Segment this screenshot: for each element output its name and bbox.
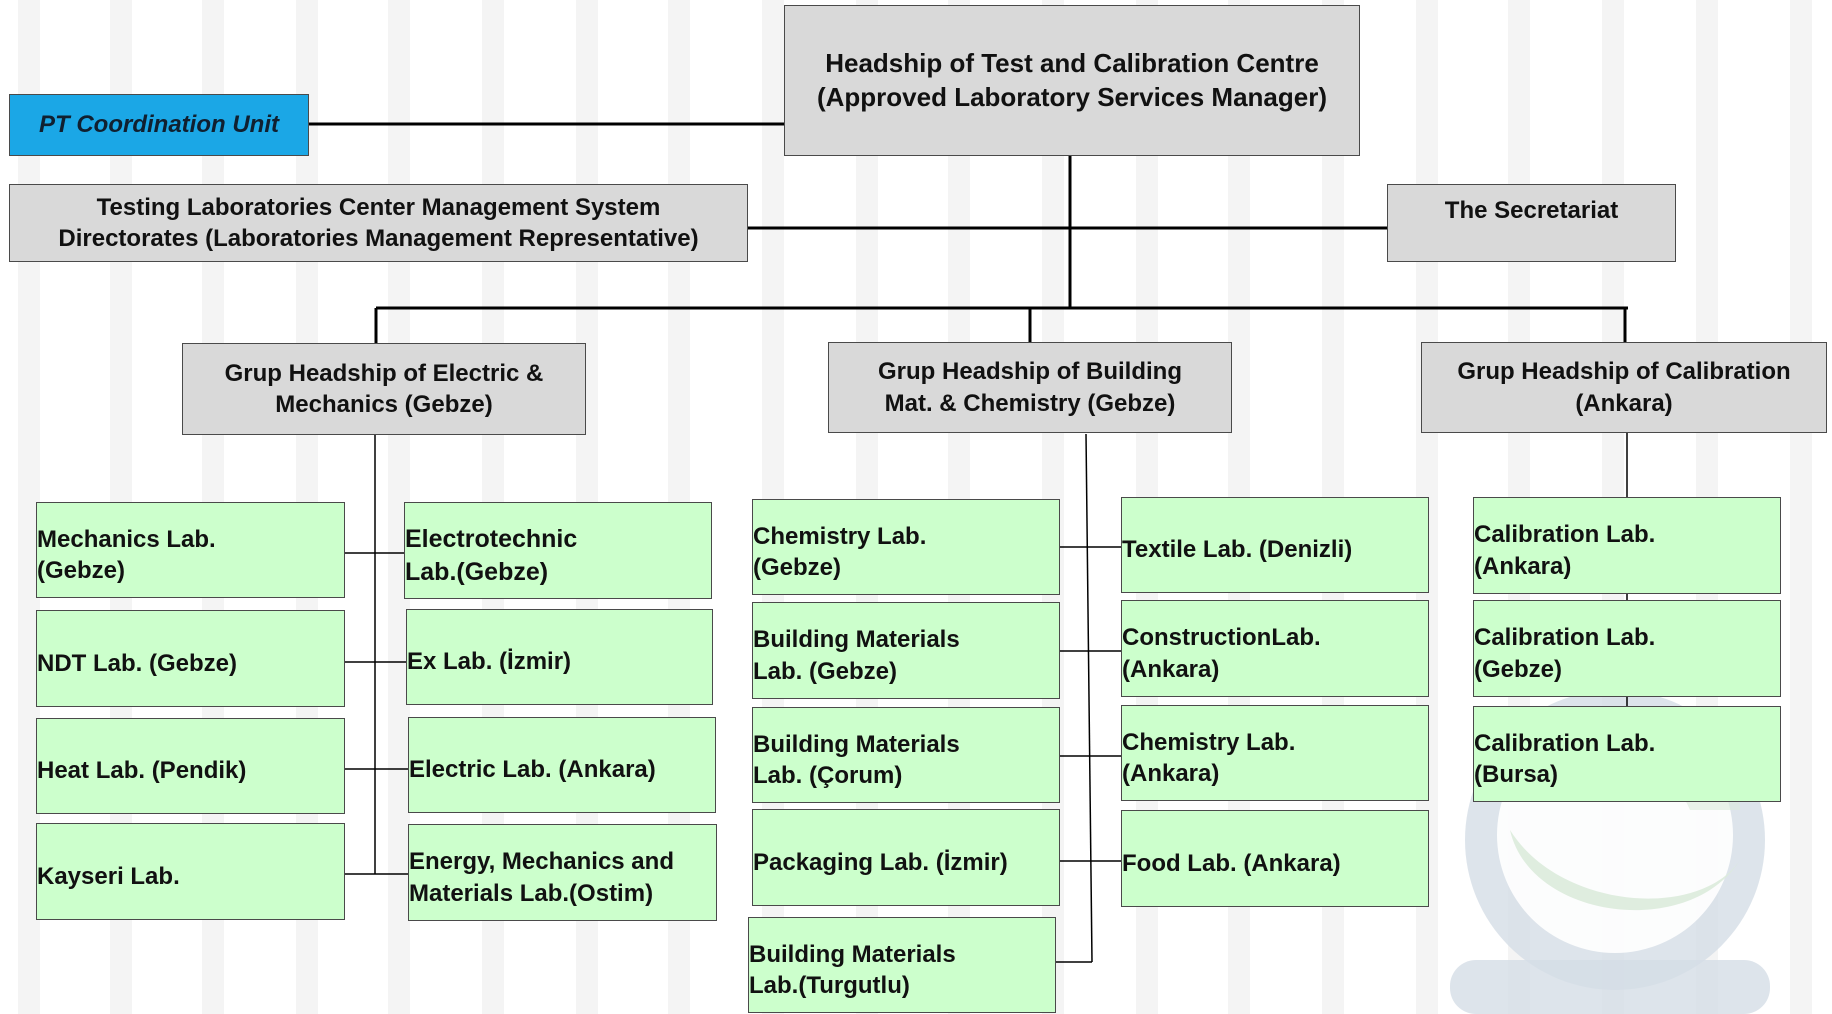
lab-line1: Packaging Lab. (İzmir)	[753, 848, 1008, 876]
lab-line1: Chemistry Lab.	[753, 522, 927, 550]
lab-calibration-bursa: Calibration Lab. (Bursa)	[1473, 706, 1781, 802]
group-building-box: Grup Headship of Building Mat. & Chemist…	[828, 342, 1232, 433]
lab-line1: ConstructionLab.	[1122, 624, 1321, 652]
management-line2: Directorates (Laboratories Management Re…	[58, 225, 699, 252]
lab-heat-pendik: Heat Lab. (Pendik)	[36, 718, 345, 814]
lab-electric-ankara: Electric Lab. (Ankara)	[408, 717, 716, 813]
group-calibration-line2: (Ankara)	[1575, 389, 1673, 417]
lab-calibration-gebze: Calibration Lab. (Gebze)	[1473, 600, 1781, 697]
lab-line2: Lab. (Gebze)	[753, 657, 898, 685]
lab-electrotechnic-gebze: Electrotechnic Lab.(Gebze)	[404, 502, 712, 599]
lab-energy-mechanics-ostim: Energy, Mechanics and Materials Lab.(Ost…	[408, 824, 717, 921]
lab-ex-izmir: Ex Lab. (İzmir)	[406, 609, 713, 705]
lab-calibration-ankara: Calibration Lab. (Ankara)	[1473, 497, 1781, 594]
lab-building-materials-turgutlu: Building Materials Lab.(Turgutlu)	[748, 917, 1056, 1013]
pt-coordination-unit-box: PT Coordination Unit	[9, 94, 309, 156]
lab-chemistry-gebze: Chemistry Lab. (Gebze)	[752, 499, 1060, 595]
lab-line1: Heat Lab. (Pendik)	[37, 757, 247, 785]
lab-line1: Electrotechnic	[405, 525, 578, 553]
lab-line1: Building Materials	[749, 940, 956, 968]
lab-line2: Lab.(Turgutlu)	[749, 972, 910, 999]
lab-line1: Food Lab. (Ankara)	[1122, 849, 1341, 877]
lab-kayseri: Kayseri Lab.	[36, 823, 345, 920]
group-calibration-box: Grup Headship of Calibration (Ankara)	[1421, 342, 1827, 433]
lab-ndt-gebze: NDT Lab. (Gebze)	[36, 610, 345, 707]
head-box: Headship of Test and Calibration Centre …	[784, 5, 1360, 156]
lab-line1: Building Materials	[753, 626, 960, 654]
lab-line2: (Bursa)	[1474, 761, 1559, 788]
lab-chemistry-ankara: Chemistry Lab. (Ankara)	[1121, 705, 1429, 801]
pt-unit-label: PT Coordination Unit	[39, 111, 279, 139]
lab-food-ankara: Food Lab. (Ankara)	[1121, 810, 1429, 907]
lab-line1: Calibration Lab.	[1474, 729, 1656, 757]
lab-line1: Mechanics Lab.	[37, 525, 216, 553]
lab-line2: (Ankara)	[1122, 760, 1220, 787]
lab-line1: NDT Lab. (Gebze)	[37, 649, 238, 677]
lab-line2: (Ankara)	[1474, 552, 1572, 580]
lab-line2: Lab.(Gebze)	[405, 557, 549, 586]
group-electric-line2: Mechanics (Gebze)	[275, 391, 493, 418]
lab-line2: (Gebze)	[37, 557, 126, 584]
head-line1: Headship of Test and Calibration Centre	[825, 47, 1319, 78]
lab-mechanics-gebze: Mechanics Lab. (Gebze)	[36, 502, 345, 598]
group-building-line2: Mat. & Chemistry (Gebze)	[884, 389, 1176, 417]
lab-packaging-izmir: Packaging Lab. (İzmir)	[752, 809, 1060, 906]
lab-line1: Building Materials	[753, 730, 960, 758]
lab-line1: Calibration Lab.	[1474, 521, 1656, 549]
lab-line2: Lab. (Çorum)	[753, 762, 903, 789]
lab-building-materials-corum: Building Materials Lab. (Çorum)	[752, 707, 1060, 803]
head-line2: (Approved Laboratory Services Manager)	[816, 81, 1328, 112]
lab-line2: (Gebze)	[1474, 655, 1563, 683]
lab-building-materials-gebze: Building Materials Lab. (Gebze)	[752, 602, 1060, 699]
lab-textile-denizli: Textile Lab. (Denizli)	[1121, 497, 1429, 593]
secretariat-box: The Secretariat	[1387, 184, 1676, 262]
secretariat-label: The Secretariat	[1444, 197, 1619, 224]
lab-line1: Textile Lab. (Denizli)	[1122, 536, 1353, 564]
lab-construction-ankara: ConstructionLab. (Ankara)	[1121, 600, 1429, 697]
lab-line1: Kayseri Lab.	[37, 862, 180, 890]
group-electric-line1: Grup Headship of Electric &	[224, 359, 544, 387]
lab-line2: Materials Lab.(Ostim)	[409, 879, 654, 907]
lab-line1: Ex Lab. (İzmir)	[407, 648, 572, 676]
lab-line2: (Ankara)	[1122, 655, 1220, 683]
lab-line1: Calibration Lab.	[1474, 624, 1656, 652]
group-building-line1: Grup Headship of Building	[878, 358, 1182, 386]
lab-line1: Energy, Mechanics and	[409, 848, 674, 876]
management-line1: Testing Laboratories Center Management S…	[96, 193, 661, 221]
group-electric-box: Grup Headship of Electric & Mechanics (G…	[182, 343, 586, 435]
lab-line1: Chemistry Lab.	[1122, 728, 1296, 756]
lab-line2: (Gebze)	[753, 554, 842, 581]
lab-line1: Electric Lab. (Ankara)	[409, 756, 656, 784]
group-calibration-line1: Grup Headship of Calibration	[1457, 358, 1791, 386]
management-box: Testing Laboratories Center Management S…	[9, 184, 748, 262]
